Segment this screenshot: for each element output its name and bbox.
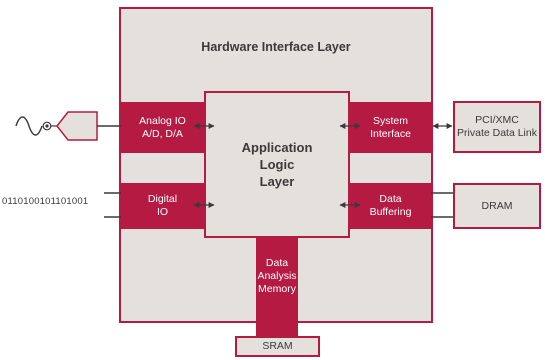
hardware-interface-layer-title: Hardware Interface Layer	[201, 40, 351, 54]
pci-xmc-label: PCI/XMC	[475, 114, 519, 126]
system-interface-block: System Interface	[350, 102, 431, 153]
sine-wave-icon	[15, 116, 43, 136]
digital-io-block: Digital IO	[121, 183, 204, 229]
data-buffering-block: Data Buffering	[350, 183, 431, 229]
sram-box: SRAM	[235, 336, 320, 357]
system-interface-label-line1: System	[372, 114, 408, 127]
data-analysis-memory-label-line1: Data	[265, 257, 289, 269]
sram-label: SRAM	[262, 340, 293, 352]
data-buffering-label-line1: Data	[379, 193, 402, 205]
analog-io-sublabel: A/D, D/A	[142, 127, 183, 140]
pci-xmc-sublabel: Private Data Link	[457, 127, 537, 139]
digital-io-label-line1: Digital	[147, 193, 178, 205]
pci-xmc-box: PCI/XMC Private Data Link	[453, 101, 541, 153]
binary-input-label: 0110100101101001	[2, 196, 89, 207]
digital-io-label-line2: IO	[156, 206, 169, 218]
analog-connector-icon	[42, 111, 98, 141]
application-logic-layer-label: Application Logic Layer	[241, 140, 313, 189]
data-buffering-label-line2: Buffering	[369, 206, 412, 218]
analog-io-label: Analog IO	[139, 114, 186, 127]
data-analysis-memory-block: Data Analysis Memory	[256, 238, 298, 336]
data-analysis-memory-label-line3: Memory	[258, 283, 296, 295]
dram-label: DRAM	[481, 199, 513, 212]
dram-box: DRAM	[453, 183, 541, 229]
data-analysis-memory-label-line2: Analysis	[257, 270, 297, 282]
system-interface-label-line2: Interface	[370, 127, 411, 140]
analog-io-block: Analog IO A/D, D/A	[121, 102, 204, 153]
application-logic-layer: Application Logic Layer	[204, 91, 350, 238]
